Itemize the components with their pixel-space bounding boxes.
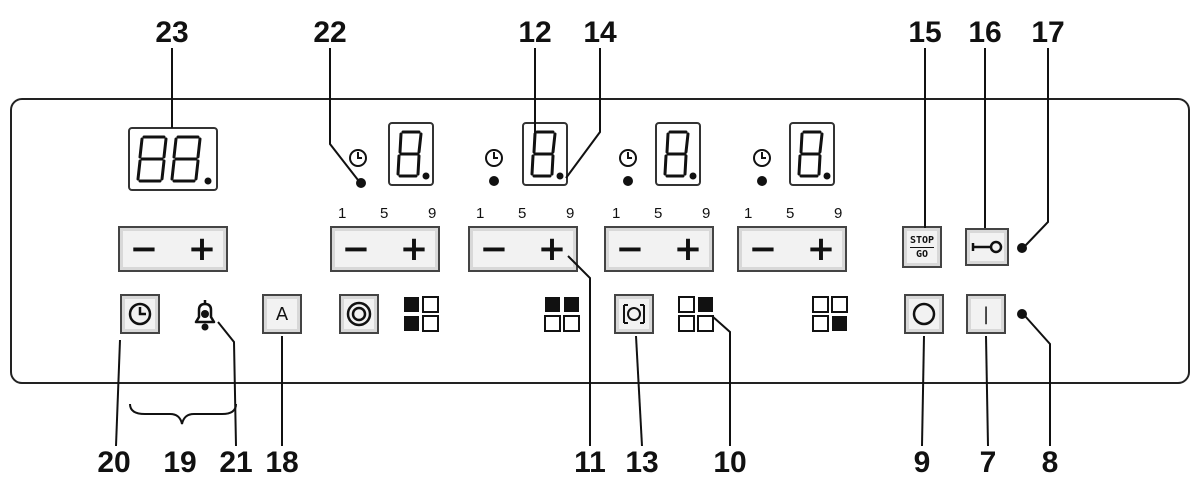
- zone-2-timer-indicator: [489, 176, 499, 186]
- dual-ring-icon: [346, 301, 372, 327]
- zone-4-scale-5: 5: [786, 205, 795, 222]
- oval-zone-icon: [623, 304, 645, 324]
- circle-icon: [912, 302, 936, 326]
- zone-2-scale-9: 9: [566, 205, 575, 222]
- auto-label: A: [275, 303, 289, 325]
- on-button[interactable]: |: [966, 294, 1006, 334]
- zone-2-plus-button[interactable]: +: [537, 229, 567, 269]
- off-button[interactable]: [904, 294, 944, 334]
- oval-zone-button[interactable]: [614, 294, 654, 334]
- zone-3-scale-9: 9: [702, 205, 711, 222]
- timer-plus-button[interactable]: +: [187, 229, 217, 269]
- key-icon: [971, 240, 1003, 254]
- timer-select-button[interactable]: [120, 294, 160, 334]
- callout-21: 21: [219, 446, 253, 479]
- zone-display-3: [655, 122, 701, 186]
- zone-3-minus-button[interactable]: −: [615, 229, 645, 269]
- stop-label: STOP: [909, 234, 935, 248]
- zone-display-1: [388, 122, 434, 186]
- zone-1-power-slider[interactable]: − +: [330, 226, 440, 272]
- zone-3-timer-indicator: [623, 176, 633, 186]
- zone-position-icon-front-left: [404, 296, 439, 332]
- zone-4-plus-button[interactable]: +: [806, 229, 836, 269]
- go-label: GO: [915, 248, 929, 260]
- zone-position-icon-rear-right: [678, 296, 714, 332]
- callout-22: 22: [313, 16, 347, 49]
- stop-go-button[interactable]: STOP GO: [902, 226, 942, 268]
- dual-zone-button[interactable]: [339, 294, 379, 334]
- zone-2-power-slider[interactable]: − +: [468, 226, 578, 272]
- callout-23: 23: [155, 16, 189, 49]
- zone-display-4: [789, 122, 835, 186]
- on-label: |: [982, 303, 990, 325]
- callout-8: 8: [1041, 446, 1059, 479]
- timer-display-digits: [136, 135, 212, 185]
- auto-button[interactable]: A: [262, 294, 302, 334]
- zone-1-scale-1: 1: [338, 205, 347, 222]
- zone-position-icon-rear-left: [544, 297, 580, 332]
- zone-4-minus-button[interactable]: −: [748, 229, 778, 269]
- zone-3-timer-clock-icon: [619, 149, 637, 167]
- zone-4-timer-clock-icon: [753, 149, 771, 167]
- zone-2-scale-1: 1: [476, 205, 485, 222]
- zone-4-power-slider[interactable]: − +: [737, 226, 847, 272]
- callout-13: 13: [625, 446, 659, 479]
- zone-3-plus-button[interactable]: +: [673, 229, 703, 269]
- lock-indicator: [1017, 243, 1027, 253]
- clock-icon: [128, 302, 152, 326]
- key-lock-button[interactable]: [965, 228, 1009, 266]
- zone-1-scale-5: 5: [380, 205, 389, 222]
- zone-4-scale-9: 9: [834, 205, 843, 222]
- zone-2-timer-clock-icon: [485, 149, 503, 167]
- zone-2-minus-button[interactable]: −: [479, 229, 509, 269]
- zone-1-timer-indicator: [356, 178, 366, 188]
- callout-19: 19: [163, 446, 197, 479]
- callout-17: 17: [1031, 16, 1065, 49]
- callout-14: 14: [583, 16, 617, 49]
- zone-3-power-slider[interactable]: − +: [604, 226, 714, 272]
- zone-display-2: [522, 122, 568, 186]
- zone-4-scale-1: 1: [744, 205, 753, 222]
- zone-1-timer-clock-icon: [349, 149, 367, 167]
- bracket-19: [129, 403, 237, 425]
- zone-3-scale-1: 1: [612, 205, 621, 222]
- zone-position-icon-front-right: [812, 296, 848, 332]
- callout-10: 10: [713, 446, 747, 479]
- callout-18: 18: [265, 446, 299, 479]
- power-indicator: [1017, 309, 1027, 319]
- callout-20: 20: [97, 446, 131, 479]
- bell-icon: [194, 300, 216, 331]
- callout-12: 12: [518, 16, 552, 49]
- zone-4-timer-indicator: [757, 176, 767, 186]
- zone-1-minus-button[interactable]: −: [341, 229, 371, 269]
- callout-11: 11: [574, 446, 606, 479]
- timer-minus-button[interactable]: −: [129, 229, 159, 269]
- callout-7: 7: [979, 446, 997, 479]
- timer-display: [128, 127, 218, 191]
- callout-15: 15: [908, 16, 942, 49]
- zone-3-scale-5: 5: [654, 205, 663, 222]
- timer-minus-plus-slider[interactable]: − +: [118, 226, 228, 272]
- zone-1-scale-9: 9: [428, 205, 437, 222]
- zone-1-plus-button[interactable]: +: [399, 229, 429, 269]
- callout-16: 16: [968, 16, 1002, 49]
- callout-9: 9: [913, 446, 931, 479]
- zone-2-scale-5: 5: [518, 205, 527, 222]
